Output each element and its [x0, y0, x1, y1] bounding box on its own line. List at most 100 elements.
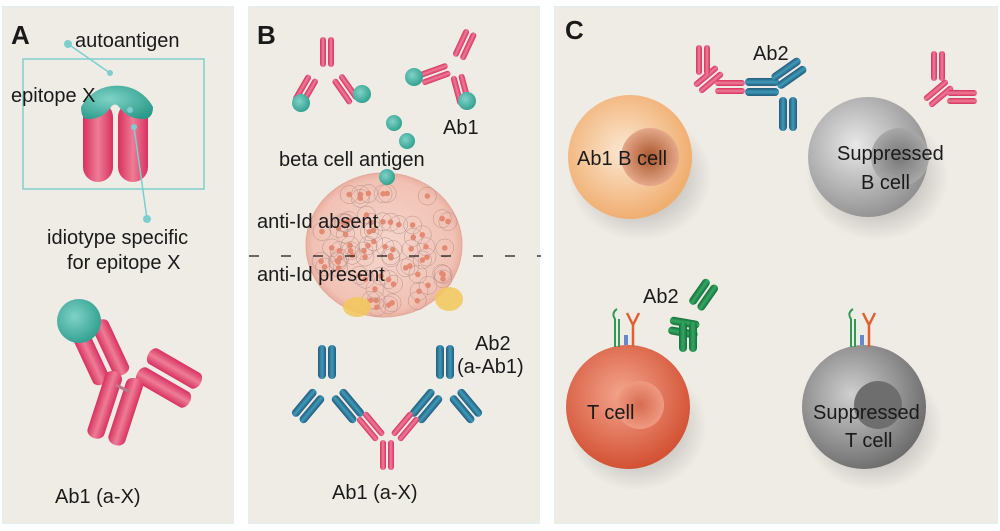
islet-cell-nucleus [342, 231, 349, 238]
islet-cell-nucleus [349, 252, 355, 259]
idiotype-label-line1: idiotype specific [47, 227, 188, 249]
anti-id-absent-label: anti-Id absent [257, 211, 379, 233]
islet-cell-nucleus [389, 300, 395, 306]
islet-cell-nucleus [347, 242, 353, 249]
panel-a-diagram: A autoantigen epitope X idiotype specifi… [11, 20, 205, 508]
islet-cell-nucleus [373, 297, 379, 304]
panel-a-letter: A [11, 20, 30, 50]
islet-cell-outline [379, 295, 398, 315]
ab1-ax-label: Ab1 (a-X) [332, 482, 418, 504]
islet-cell-nucleus [365, 242, 371, 249]
islet-cell-nucleus [410, 234, 417, 241]
islet-cell-nucleus [368, 219, 374, 226]
pointer-dot [131, 124, 137, 130]
panel-c-diagram: C Ab2 Ab1 B cell Suppressed B cell [565, 15, 977, 491]
ab2-bound-antibody [745, 56, 809, 131]
islet-cell-nucleus [346, 191, 352, 198]
islet-cell-nucleus [378, 273, 384, 279]
ab2-label-top: Ab2 [753, 43, 789, 65]
islet-cell-outline [379, 270, 398, 289]
islet-cell-outline [334, 213, 354, 233]
islet-cell-nucleus [380, 218, 386, 225]
islet-cell-outline [350, 266, 369, 285]
islet-cell-nucleus [439, 215, 445, 222]
islet-cell-outline [433, 265, 453, 284]
islet-cell-nucleus [385, 276, 392, 283]
pointer-dot [107, 70, 113, 76]
islet-cell-nucleus [366, 228, 373, 235]
panel-b-diagram: B Ab1 beta cell antigen anti-Id absent [249, 20, 541, 504]
islet-cell-nucleus [419, 232, 426, 238]
islet-cell-nucleus [362, 276, 369, 283]
panel-b: B Ab1 beta cell antigen anti-Id absent [248, 6, 541, 524]
islet-cell-outline [312, 222, 332, 241]
islet-cell-outline [329, 219, 348, 238]
islet-cell-outline [400, 256, 420, 276]
islet-cell-outline [403, 215, 422, 235]
islet-cell-outline [413, 250, 432, 270]
idiotype-arms [83, 102, 148, 182]
islet-cell-nucleus [395, 221, 402, 228]
islet-cell-nucleus [440, 276, 446, 282]
beta-antigen-particle [386, 115, 402, 131]
islet-cell-nucleus [414, 297, 421, 304]
panel-a: A autoantigen epitope X idiotype specifi… [2, 6, 234, 524]
islet-cell-nucleus [347, 247, 354, 254]
islet-cell-outline [330, 241, 349, 260]
suppressed-b-cell-nucleus [871, 128, 929, 186]
islet-cell-nucleus [390, 246, 396, 253]
islet-cell-nucleus [374, 304, 380, 311]
ab1-b-cell-label: Ab1 B cell [577, 148, 667, 170]
islet-cell-outline [384, 274, 403, 294]
beta-cell-yellow [343, 297, 371, 317]
ab1-antibody [57, 299, 205, 448]
autoantigen-shape [81, 85, 153, 119]
islet-cell-outline [432, 264, 452, 283]
islet-cell-nucleus [336, 247, 343, 254]
b-cell-nucleus [621, 128, 679, 186]
islet-cell-outline [401, 239, 421, 259]
b-cell-receptor-ab1 [692, 45, 745, 95]
islet-cell-nucleus [419, 257, 426, 263]
islet-cell-outline [315, 257, 334, 277]
islet-cell-outline [413, 225, 432, 245]
idiotype-pointer [133, 126, 148, 220]
islet-cell-outline [339, 185, 359, 204]
islet-cell-outline [333, 212, 353, 232]
beta-cell-yellow [435, 287, 463, 311]
islet-cell-nucleus [362, 254, 368, 260]
islet-cell-nucleus [321, 264, 328, 270]
islet-cell-nucleus [423, 243, 429, 250]
islet-cell-outline [382, 293, 402, 313]
islet-cell-outline [373, 184, 393, 204]
islet-cell-nucleus [408, 246, 414, 252]
islet-cell-nucleus [424, 193, 431, 199]
islet-cell-nucleus [440, 271, 446, 278]
pointer-dot [143, 215, 151, 223]
islet-cell-nucleus [445, 218, 451, 225]
epitope-label: epitope X [11, 85, 96, 107]
beta-cell-antigen-label: beta cell antigen [279, 149, 425, 171]
t-cell-nucleus [616, 381, 664, 429]
islet-cell-outline [359, 184, 378, 203]
ab1-antibody-right [405, 28, 478, 110]
islet-cell-nucleus [363, 212, 370, 218]
islet-cell-nucleus [372, 286, 378, 292]
islet-cell-outline [433, 269, 453, 289]
islet-cell-outline [408, 265, 428, 284]
islet-cell-outline [358, 236, 378, 255]
ab1-label: Ab1 [443, 117, 479, 139]
islet-cell-outline [396, 258, 415, 278]
islet-cell-nucleus [390, 281, 397, 287]
islet-cell-outline [354, 241, 374, 261]
pointer-dot [127, 107, 133, 113]
suppressed-b-cell-label-line1: Suppressed [837, 143, 944, 165]
suppressed-t-cell-label-line2: T cell [845, 430, 892, 452]
suppressed-b-cell [808, 97, 928, 217]
islet-cell-outline [365, 279, 385, 299]
suppressed-t-cell-receptor [848, 308, 877, 347]
islet-cell-outline [383, 240, 403, 259]
islet-cell-outline [435, 238, 455, 258]
islet-cell-nucleus [361, 248, 367, 254]
islet-cell-outline [311, 251, 331, 271]
